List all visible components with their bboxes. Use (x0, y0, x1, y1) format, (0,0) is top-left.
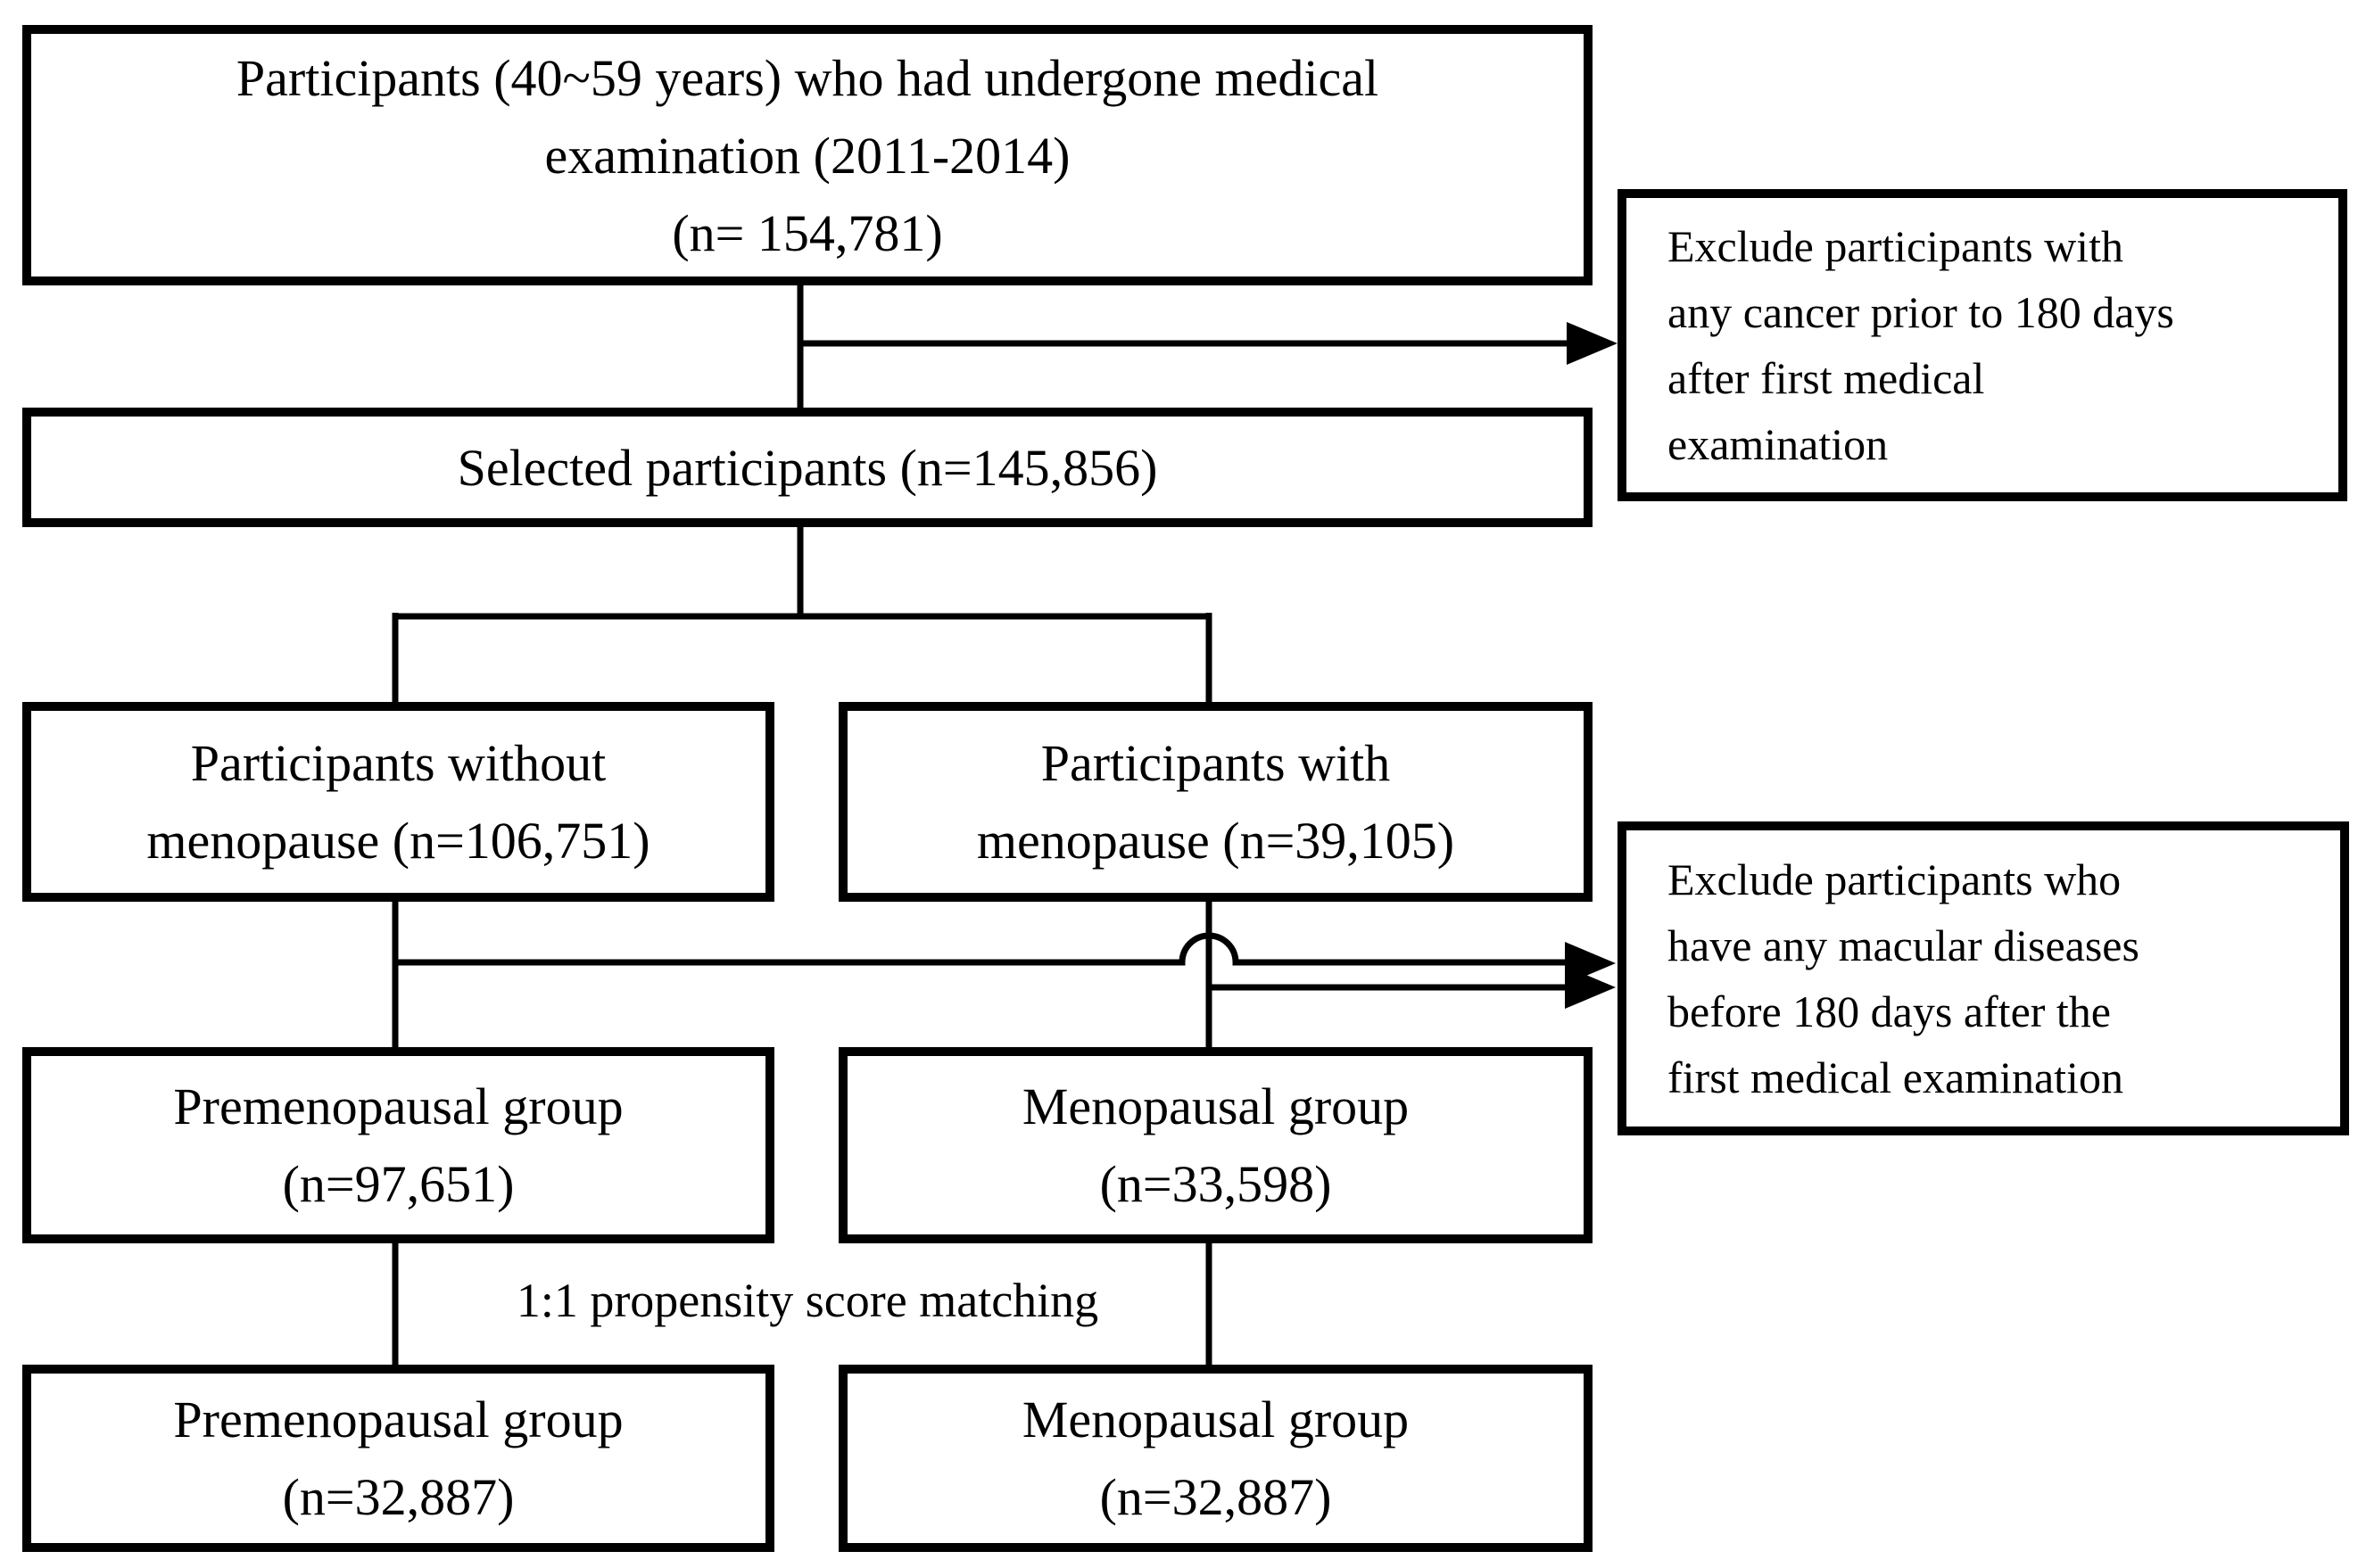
box-premenopausal-matched: Premenopausal group (n=32,887) (22, 1365, 774, 1552)
box-text-line: before 180 days after the (1667, 986, 2111, 1036)
box-text-line: (n=97,651) (282, 1155, 515, 1213)
box-text-line: Menopausal group (1022, 1077, 1410, 1135)
box-text-line: (n=33,598) (1099, 1155, 1332, 1213)
box-text-line: menopause (n=39,105) (976, 812, 1455, 870)
box-selected-participants: Selected participants (n=145,856) (22, 408, 1593, 527)
box-exclude-cancer: Exclude participants with any cancer pri… (1618, 189, 2347, 501)
box-participants-without-menopause: Participants without menopause (n=106,75… (22, 702, 774, 902)
box-text-line: (n=32,887) (1099, 1468, 1332, 1526)
box-text-line: have any macular diseases (1667, 920, 2139, 970)
box-text-line: Premenopausal group (173, 1077, 624, 1135)
box-text-line: (n=32,887) (282, 1468, 515, 1526)
box-text-line: menopause (n=106,751) (146, 812, 650, 870)
box-text-line: Selected participants (n=145,856) (457, 438, 1158, 497)
box-menopausal-group: Menopausal group (n=33,598) (839, 1047, 1593, 1243)
box-initial-participants: Participants (40~59 years) who had under… (22, 25, 1593, 285)
box-text-line: Menopausal group (1022, 1391, 1410, 1448)
box-text-line: Participants with (1040, 734, 1391, 792)
arrowhead-icon (1567, 322, 1618, 365)
box-text-line: examination (2011-2014) (544, 126, 1071, 185)
box-participants-with-menopause: Participants with menopause (n=39,105) (839, 702, 1593, 902)
connector-left-exclusion-arrow (395, 932, 1570, 966)
box-text-line: after first medical (1667, 353, 1985, 403)
box-exclude-macular: Exclude participants who have any macula… (1618, 821, 2349, 1135)
arrowhead-icon (1565, 966, 1616, 1009)
box-text-line: first medical examination (1667, 1052, 2123, 1102)
matching-label: 1:1 propensity score matching (516, 1274, 1099, 1327)
box-premenopausal-group: Premenopausal group (n=97,651) (22, 1047, 774, 1243)
box-text-line: any cancer prior to 180 days (1667, 287, 2174, 337)
box-text-line: Exclude participants who (1667, 854, 2122, 904)
box-menopausal-matched: Menopausal group (n=32,887) (839, 1365, 1593, 1552)
box-text-line: Participants without (190, 734, 607, 792)
box-text-line: Premenopausal group (173, 1391, 624, 1448)
box-text-line: Exclude participants with (1667, 221, 2123, 271)
box-text-line: Participants (40~59 years) who had under… (236, 48, 1379, 107)
box-text-line: (n= 154,781) (672, 203, 943, 262)
box-text-line: examination (1667, 419, 1889, 469)
